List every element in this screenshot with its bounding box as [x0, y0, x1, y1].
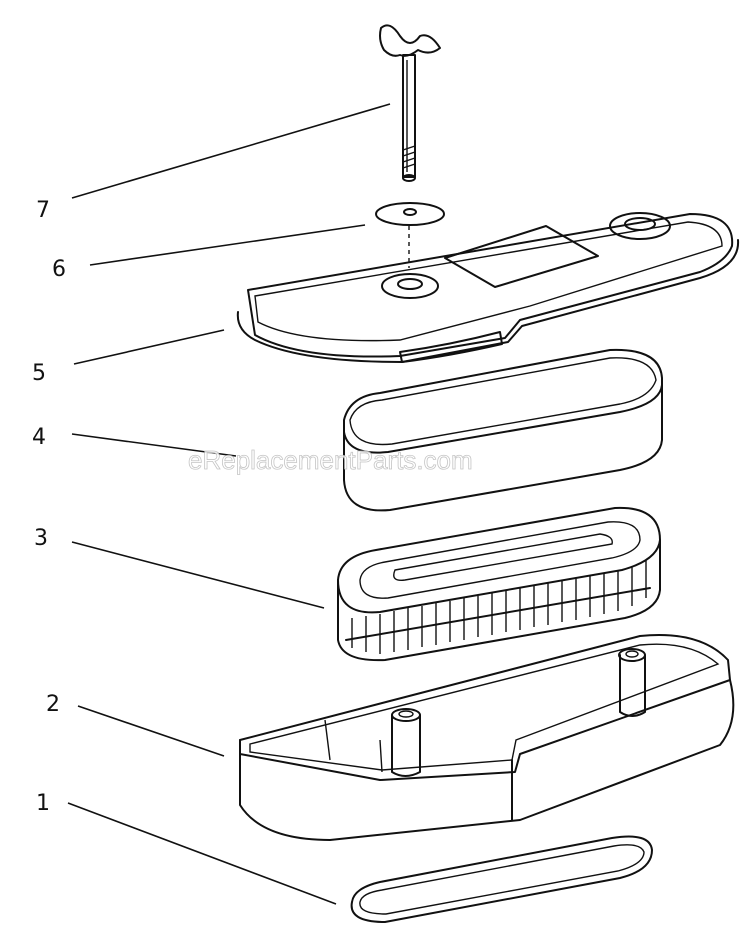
pre-cleaner-part: [343, 348, 663, 512]
leader-line-7: [71, 103, 391, 199]
air-cleaner-base-part: [239, 634, 735, 841]
filter-pleats: [351, 560, 647, 654]
air-cleaner-cover-part: [236, 212, 740, 363]
callout-7: 7: [36, 198, 50, 223]
leader-line-1: [67, 802, 337, 905]
leader-line-2: [77, 705, 225, 757]
callout-4: 4: [32, 425, 46, 450]
washer-part: [375, 202, 445, 268]
callout-3: 3: [34, 526, 48, 551]
callout-6: 6: [52, 257, 66, 282]
leader-line-6: [89, 224, 366, 266]
watermark-text: eReplacementParts.com: [188, 445, 473, 475]
callout-5: 5: [32, 361, 46, 386]
leader-line-3: [71, 541, 325, 609]
leader-line-4: [71, 433, 237, 457]
wing-bolt-part: [379, 24, 441, 182]
leader-line-5: [73, 329, 225, 365]
air-filter-element-part: [337, 506, 661, 662]
callout-1: 1: [36, 791, 50, 816]
callout-leader-lines: [67, 103, 391, 905]
base-gasket-part: [350, 835, 653, 923]
callout-2: 2: [46, 692, 60, 717]
